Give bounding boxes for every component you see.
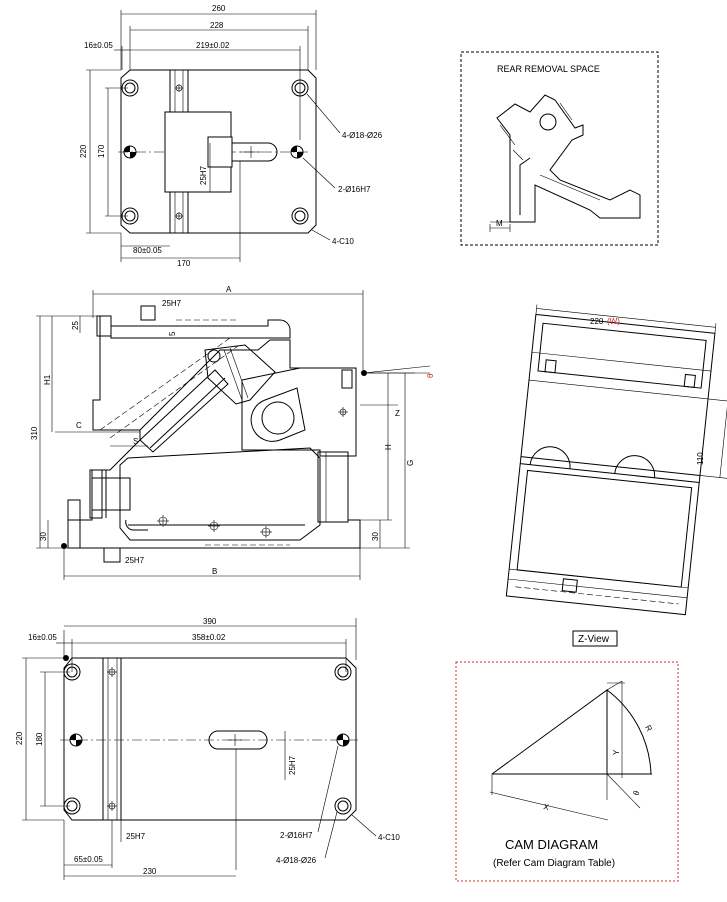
dim-25h7-top: 25H7 (199, 165, 208, 185)
dim-25: 25 (71, 321, 80, 330)
callout-chamfer-bottom: 4-C10 (378, 833, 400, 842)
cam-diagram: Y R X θ CAM DIAGRAM (Refer Cam Diagram T… (455, 661, 679, 882)
dim-B: B (212, 567, 217, 576)
dim-170-v: 170 (97, 144, 106, 158)
callout-holes-top: 4-Ø18-Ø26 (342, 131, 383, 140)
cam-label-R: R (643, 724, 654, 734)
dim-180: 180 (35, 732, 44, 746)
dim-16-top: 16±0.05 (84, 41, 113, 50)
z-dim-W: (W) (607, 317, 620, 326)
dim-S: S (133, 437, 138, 446)
dim-25h7-side-top: 25H7 (162, 299, 182, 308)
z-dim-110: 110 (696, 452, 705, 465)
dim-25h7-side-bottom: 25H7 (125, 556, 145, 565)
dim-16-bottom: 16±0.05 (28, 633, 57, 642)
dim-G: G (406, 460, 415, 466)
dim-5: 5 (168, 331, 177, 336)
dim-310: 310 (30, 426, 39, 440)
bottom-view: 390 16±0.05 358±0.02 220 180 (15, 617, 400, 880)
callout-holes-bottom: 4-Ø18-Ø26 (276, 856, 317, 865)
rear-removal-view: REAR REMOVAL SPACE M (460, 51, 659, 246)
dim-220-bottom: 220 (15, 731, 24, 745)
dim-25h7-bottom-v: 25H7 (288, 755, 297, 775)
cam-title: CAM DIAGRAM (505, 837, 598, 852)
dim-theta-side: θ (426, 373, 435, 378)
cam-label-Y: Y (612, 749, 621, 755)
cam-subtitle: (Refer Cam Diagram Table) (493, 858, 615, 869)
dim-H: H (384, 444, 393, 450)
dim-30-right: 30 (371, 532, 380, 541)
dim-220-top: 220 (79, 144, 88, 158)
dim-C: C (76, 421, 82, 430)
cam-label-theta: θ (631, 789, 641, 797)
z-dim-220: 220 (590, 317, 604, 326)
dim-390: 390 (203, 617, 217, 626)
top-view: 260 228 219±0.02 16±0.05 220 170 (79, 4, 383, 268)
dim-228: 228 (210, 21, 224, 30)
rear-m-label: M (496, 219, 503, 228)
z-view: 220 (W) 110 Z-View (505, 304, 727, 647)
dim-80: 80±0.05 (133, 246, 162, 255)
callout-chamfer-top: 4-C10 (332, 237, 354, 246)
dim-Z: Z (395, 409, 400, 418)
side-view: A 310 H1 25 C 30 25H7 5 (30, 285, 435, 580)
dim-25h7-bottom-h: 25H7 (126, 832, 146, 841)
rear-removal-title: REAR REMOVAL SPACE (497, 64, 600, 74)
dim-358: 358±0.02 (192, 633, 226, 642)
dim-230: 230 (143, 867, 157, 876)
callout-pins-bottom: 2-Ø16H7 (280, 831, 313, 840)
cam-label-X: X (543, 802, 551, 812)
dim-30-left: 30 (39, 532, 48, 541)
dim-219: 219±0.02 (196, 41, 230, 50)
dim-A: A (226, 285, 232, 294)
callout-pins-top: 2-Ø16H7 (338, 185, 371, 194)
dim-260: 260 (212, 4, 226, 13)
dim-65: 65±0.05 (74, 855, 103, 864)
dim-170-h: 170 (177, 259, 191, 268)
z-view-caption: Z-View (578, 634, 610, 645)
dim-H1: H1 (43, 374, 52, 385)
